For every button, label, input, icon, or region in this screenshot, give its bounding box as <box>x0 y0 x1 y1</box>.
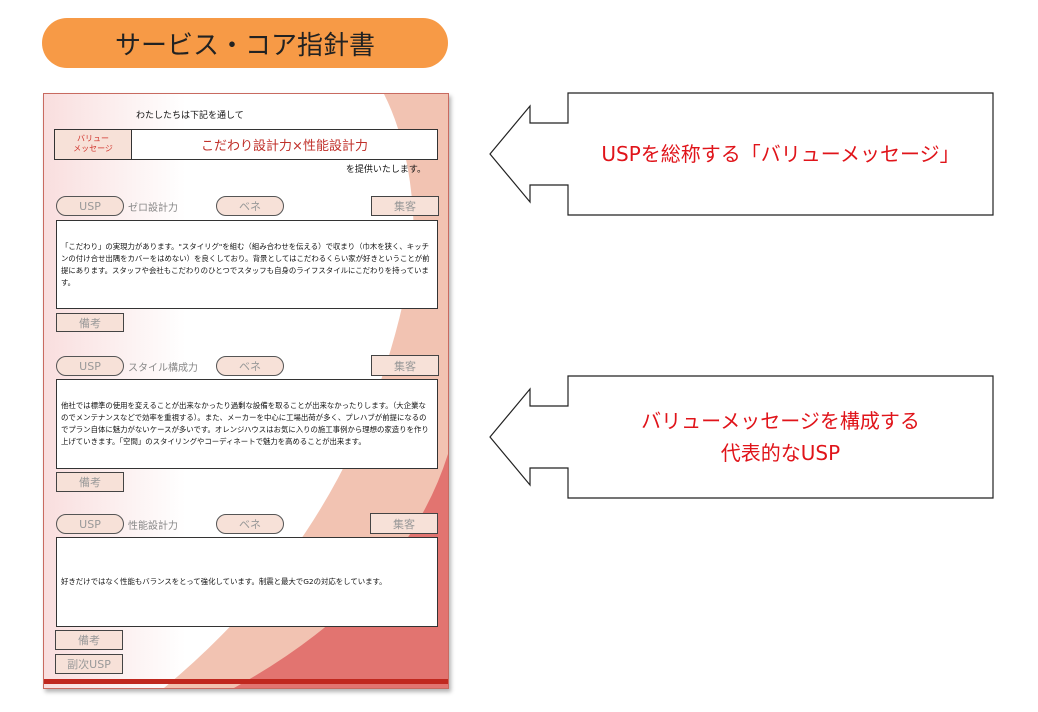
usp-name: 性能設計力 <box>128 521 178 532</box>
usp-description: 他社では標準の使用を変えることが出来なかったり過剰な設備を取ることが出来なかった… <box>56 379 438 469</box>
usp-description: 好きだけではなく性能もバランスをとって強化しています。制震と最大でG2の対応をし… <box>56 537 438 627</box>
callout-usp: バリューメッセージを構成する 代表的なUSP <box>568 405 993 469</box>
bene-pill: ベネ <box>216 514 284 534</box>
value-message-row: バリュー メッセージ こだわり設計力×性能設計力 <box>54 129 438 160</box>
usp-description: 「こだわり」の実現力があります。"スタイリグ"を組む（組み合わせを伝える）で収ま… <box>56 220 438 309</box>
note-box: 備考 <box>56 313 124 332</box>
usp-name: スタイル構成力 <box>128 363 198 374</box>
usp-pill: USP <box>56 514 124 534</box>
callout-arrows <box>489 92 994 499</box>
usp-pill: USP <box>56 196 124 216</box>
usp-name: ゼロ設計力 <box>128 203 178 214</box>
callout-usp-line2: 代表的なUSP <box>720 441 841 465</box>
customer-box: 集客 <box>370 513 438 534</box>
page-title: サービス・コア指針書 <box>42 18 448 68</box>
note-box: 備考 <box>56 472 124 492</box>
secondary-usp-box: 副次USP <box>55 654 123 674</box>
note-box: 備考 <box>55 630 123 650</box>
service-core-document: わたしたちは下記を通して バリュー メッセージ こだわり設計力×性能設計力 を提… <box>43 93 449 689</box>
bene-pill: ベネ <box>216 356 284 376</box>
usp-pill: USP <box>56 356 124 376</box>
callout-value-message: USPを総称する「バリューメッセージ」 <box>601 142 960 166</box>
callout-usp-line1: バリューメッセージを構成する <box>641 409 920 433</box>
value-message-label: バリュー メッセージ <box>55 130 132 159</box>
value-message: こだわり設計力×性能設計力 <box>201 139 368 154</box>
intro-text: わたしたちは下記を通して <box>136 111 244 121</box>
bene-pill: ベネ <box>216 196 284 216</box>
customer-box: 集客 <box>371 355 439 376</box>
customer-box: 集客 <box>371 196 439 216</box>
provide-text: を提供いたします。 <box>345 165 426 175</box>
